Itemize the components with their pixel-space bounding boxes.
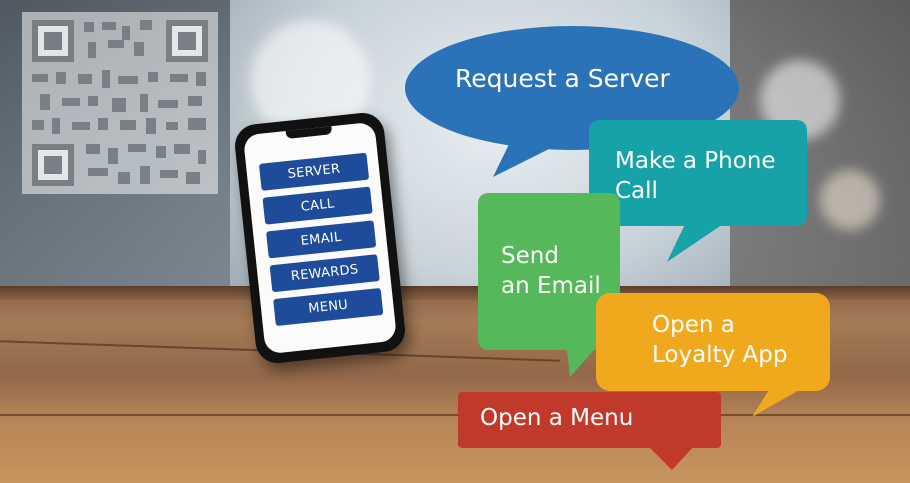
bokeh-light xyxy=(820,170,880,230)
phone-call-bubble: Make a Phone Call xyxy=(589,120,807,265)
plank-seam xyxy=(0,414,910,416)
loyalty-line-1: Open a xyxy=(652,312,735,338)
request-server-text: Request a Server xyxy=(455,64,670,93)
speech-bubble-shape xyxy=(458,392,721,470)
email-line-1: Send xyxy=(501,243,559,269)
menu-bubble: Open a Menu xyxy=(458,392,721,472)
email-line-2: an Email xyxy=(501,273,601,299)
phone-call-line-2: Call xyxy=(615,178,658,204)
loyalty-line-2: Loyalty App xyxy=(652,342,788,368)
speech-bubble-shape xyxy=(405,26,739,177)
qr-code-icon xyxy=(22,12,218,194)
phone-call-line-1: Make a Phone xyxy=(615,148,776,174)
smartphone: SERVER CALL EMAIL REWARDS MENU xyxy=(232,110,408,366)
speech-bubble-shape xyxy=(596,293,830,417)
menu-bubble-text: Open a Menu xyxy=(480,405,634,431)
speech-bubble-shape xyxy=(589,120,807,262)
loyalty-app-bubble: Open a Loyalty App xyxy=(596,293,830,421)
speech-bubble-shape xyxy=(478,193,620,377)
request-server-bubble: Request a Server xyxy=(405,22,740,182)
email-bubble: Send an Email xyxy=(478,193,620,378)
